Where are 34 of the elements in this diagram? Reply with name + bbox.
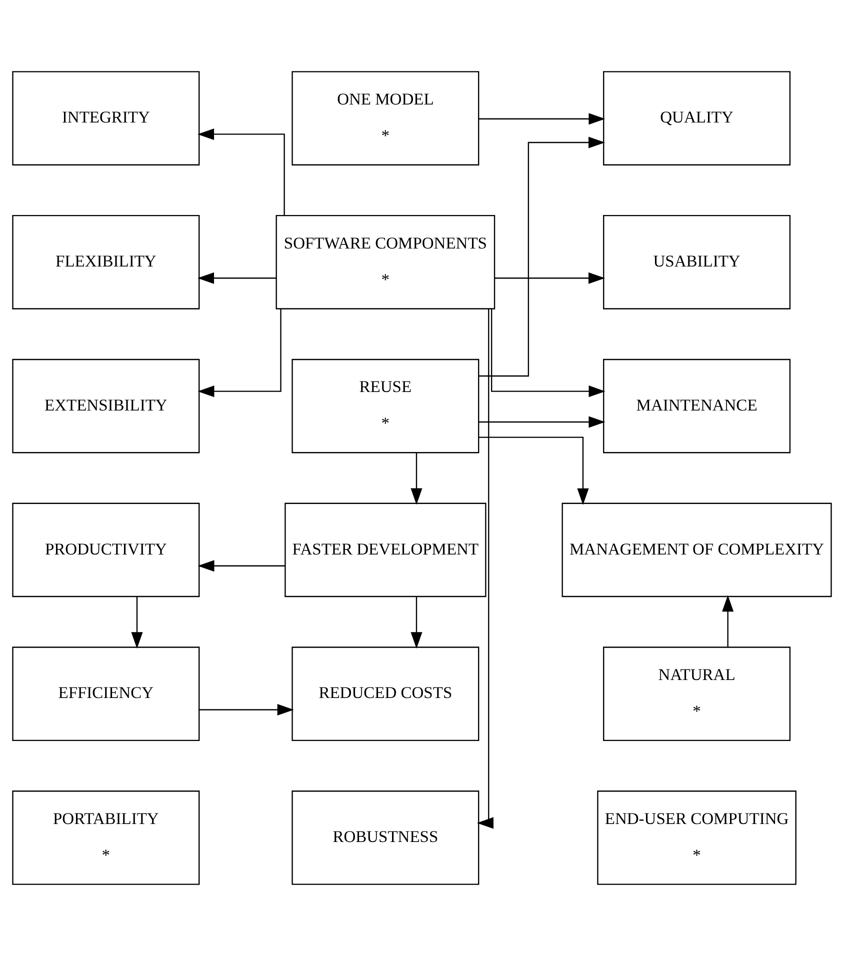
node-box: ONE MODEL *: [292, 71, 480, 166]
node-box: ROBUSTNESS: [292, 790, 480, 885]
arrow: [199, 704, 294, 716]
arrow: [131, 596, 143, 649]
arrow: [198, 128, 285, 216]
arrow: [722, 595, 734, 648]
arrow: [476, 309, 494, 829]
arrow: [198, 560, 285, 572]
node-box: PRODUCTIVITY: [12, 502, 200, 598]
node-box: INTEGRITY: [12, 71, 200, 166]
node-box: PORTABILITY *: [12, 790, 200, 885]
arrow: [478, 416, 606, 428]
node-box: EFFICIENCY: [12, 646, 200, 741]
node-box: END-USER COMPUTING *: [597, 790, 796, 885]
arrow: [494, 272, 605, 284]
node-box: SOFTWARE COMPONENTS *: [276, 215, 496, 310]
arrow: [491, 308, 606, 398]
node-box: NATURAL *: [603, 646, 791, 741]
node-box: FASTER DEVELOPMENT: [284, 502, 486, 598]
arrow: [410, 452, 422, 505]
node-box: EXTENSIBILITY: [12, 358, 200, 454]
node-box: REDUCED COSTS: [292, 646, 480, 741]
node-box: QUALITY: [603, 71, 791, 166]
node-box: REUSE *: [292, 358, 480, 454]
arrow: [478, 113, 606, 125]
arrow: [479, 436, 589, 505]
node-box: USABILITY: [603, 215, 791, 310]
arrow: [198, 308, 282, 398]
node-box: MANAGEMENT OF COMPLEXITY: [562, 502, 832, 598]
arrow: [197, 272, 276, 284]
node-box: MAINTENANCE: [603, 358, 791, 454]
arrow: [478, 136, 606, 377]
node-box: FLEXIBILITY: [12, 215, 200, 310]
arrow: [410, 596, 422, 649]
